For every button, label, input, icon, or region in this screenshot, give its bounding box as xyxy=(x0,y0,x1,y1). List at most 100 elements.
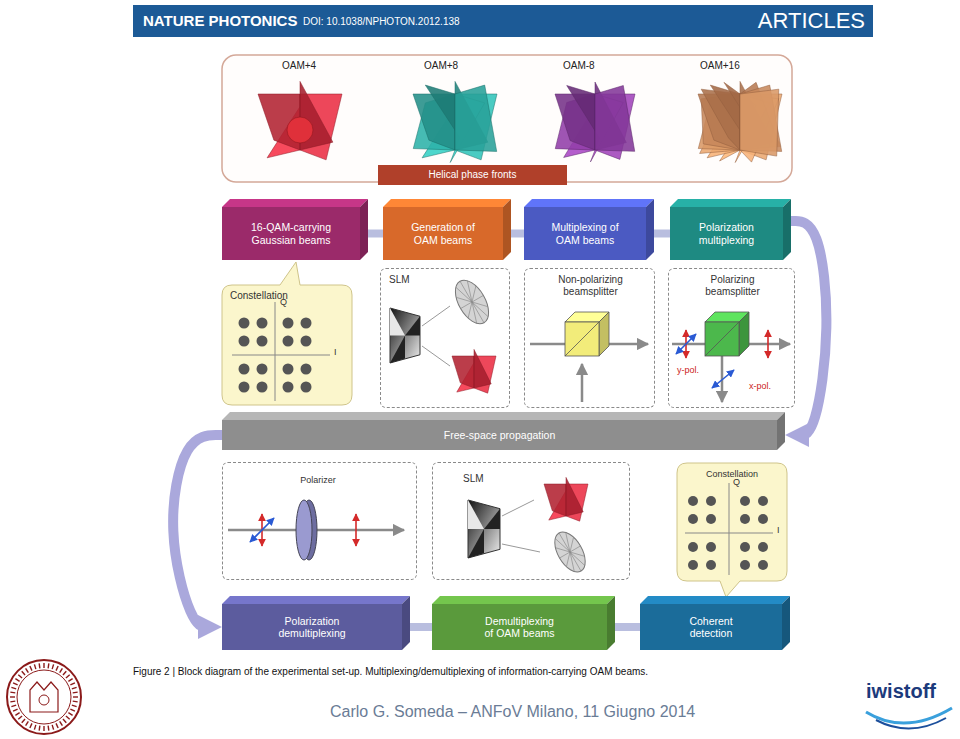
gaussian-beam xyxy=(570,546,580,552)
block-top-face xyxy=(524,199,654,207)
illustration-panel: Polarizer xyxy=(222,462,417,580)
university-seal xyxy=(34,664,35,669)
university-seal xyxy=(70,709,75,711)
beamsplitter-cube xyxy=(739,312,749,356)
constellation-point xyxy=(758,514,768,524)
constellation-point xyxy=(740,542,750,552)
block-side-face xyxy=(783,199,791,260)
beamsplitter-cube xyxy=(565,322,599,356)
university-seal xyxy=(26,721,29,725)
university-seal xyxy=(10,700,15,702)
beam-label: OAM-8 xyxy=(563,60,595,72)
constellation-point xyxy=(688,514,698,524)
logo-text: iwistoff xyxy=(866,680,936,703)
block-top-face xyxy=(222,412,785,420)
pipe-connector xyxy=(368,230,383,238)
figure-panel xyxy=(222,55,792,182)
slm-pattern xyxy=(468,529,484,558)
university-seal xyxy=(73,691,78,693)
university-seal xyxy=(15,713,19,716)
gaussian-beam xyxy=(461,302,472,309)
university-seal xyxy=(66,675,70,678)
beam-path xyxy=(502,500,534,516)
illustration-panel: SLM xyxy=(380,268,510,408)
propagation-band: Free-space propagation xyxy=(222,420,777,450)
gaussian-beam xyxy=(462,281,478,302)
gaussian-beam xyxy=(565,552,580,572)
node-text: SLM xyxy=(463,473,484,485)
node-text: Free-space propagation xyxy=(444,429,556,441)
node-text: Polarizing beamsplitter xyxy=(685,274,780,297)
university-seal xyxy=(73,700,78,702)
gaussian-beam xyxy=(565,537,580,552)
flow-arrow xyxy=(791,221,826,435)
helical-phase-front xyxy=(425,85,460,150)
node-text: Constellation xyxy=(677,469,787,479)
gaussian-beam xyxy=(570,549,585,569)
pipe-connector xyxy=(615,623,640,631)
gaussian-beam xyxy=(472,299,488,320)
figure-caption: Figure 2 | Block diagram of the experime… xyxy=(133,666,648,678)
constellation-point xyxy=(740,560,750,570)
constellation-point xyxy=(283,318,294,329)
beamsplitter-cube xyxy=(705,322,739,356)
pipe-connector xyxy=(410,623,432,631)
node-text: Demultiplexing of OAM beams xyxy=(480,615,560,639)
block-top-face xyxy=(222,596,410,604)
helical-phase-front xyxy=(566,477,583,516)
node-text: x-pol. xyxy=(749,381,771,391)
gaussian-beam xyxy=(466,286,482,302)
university-seal xyxy=(52,725,53,730)
process-block: Generation of OAM beams xyxy=(383,207,503,260)
beam-path xyxy=(422,306,450,326)
block-top-face xyxy=(383,199,511,207)
constellation-point xyxy=(301,364,312,375)
gaussian-beam xyxy=(560,552,570,558)
university-seal xyxy=(30,723,32,728)
process-block: Polarization demultiplexing xyxy=(222,604,402,650)
university-seal xyxy=(18,675,22,678)
slm-pattern xyxy=(484,509,500,529)
constellation-callout: ConstellationQI xyxy=(222,285,352,405)
helical-phase-front xyxy=(452,356,474,388)
beam-path xyxy=(422,346,450,366)
gaussian-beam xyxy=(462,302,478,318)
node-text: Multiplexing of OAM beams xyxy=(543,221,628,245)
constellation-point xyxy=(301,318,312,329)
pipe-connector xyxy=(654,230,670,238)
node-text: DOI: 10.1038/NPHOTON.2012.138 xyxy=(303,16,460,28)
beam-label: OAM+16 xyxy=(700,60,740,72)
university-seal xyxy=(30,666,32,671)
university-seal xyxy=(11,687,16,688)
university-seal xyxy=(13,683,18,685)
constellation-point xyxy=(706,542,716,552)
constellation-point xyxy=(239,336,250,347)
node-text: Q xyxy=(280,297,287,307)
university-seal xyxy=(38,663,40,668)
university-seal xyxy=(56,723,58,728)
helical-phase-front xyxy=(287,117,313,143)
beam-label: OAM+4 xyxy=(282,60,316,72)
university-seal xyxy=(11,705,16,706)
footer-text: Carlo G. Someda – ANFoV Milano, 11 Giugn… xyxy=(330,703,695,721)
university-seal xyxy=(10,691,15,693)
constellation-point xyxy=(706,514,716,524)
callout-shape xyxy=(222,262,352,405)
university-seal xyxy=(47,663,49,668)
node-text: y-pol. xyxy=(677,365,699,375)
block-side-face xyxy=(777,412,785,450)
university-seal xyxy=(56,666,58,671)
node-text: SLM xyxy=(389,274,410,286)
block-side-face xyxy=(402,596,410,650)
helical-phase-front xyxy=(567,86,600,150)
block-top-face xyxy=(640,596,790,604)
gaussian-beam xyxy=(456,284,472,305)
university-seal xyxy=(26,668,29,672)
axis-line xyxy=(275,302,276,401)
constellation-point xyxy=(758,496,768,506)
gaussian-beam xyxy=(472,302,484,323)
university-seal xyxy=(60,668,63,672)
constellation-callout: ConstellationQI xyxy=(677,463,791,581)
illustration-panel: SLM xyxy=(432,462,630,580)
